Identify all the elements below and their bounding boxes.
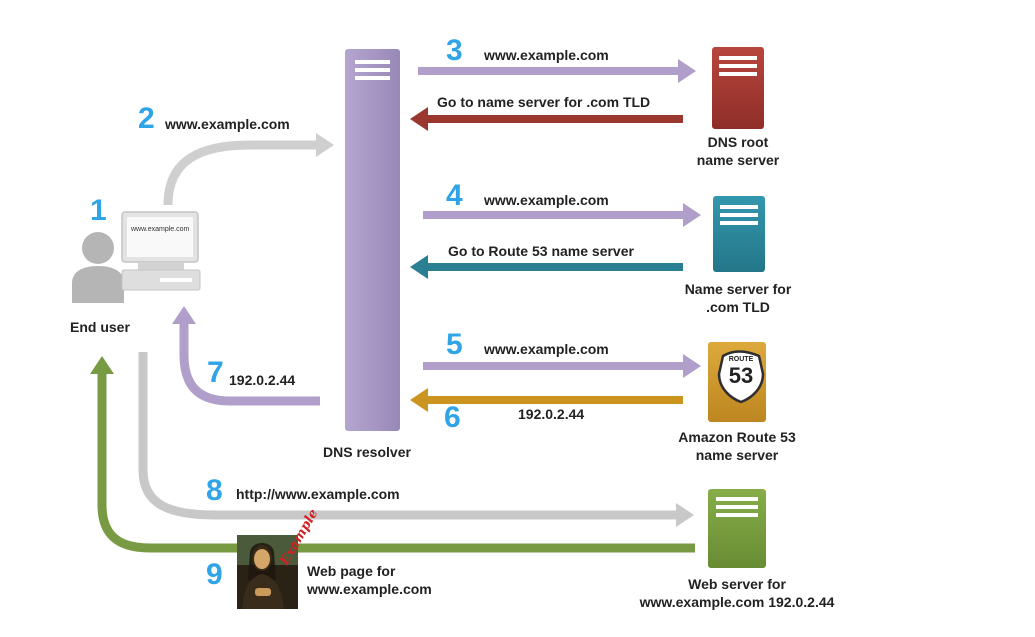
arrow-step-4 bbox=[423, 203, 701, 227]
step-number-4: 4 bbox=[446, 179, 463, 212]
route53-server-icon bbox=[708, 342, 766, 422]
label-step-7: 192.0.2.44 bbox=[229, 372, 296, 388]
dns-root-server-icon bbox=[712, 47, 764, 129]
route53-server-label-line1: Amazon Route 53 bbox=[678, 429, 796, 445]
tld-server-label-line2: .com TLD bbox=[706, 299, 770, 315]
label-step-6: 192.0.2.44 bbox=[518, 406, 585, 422]
arrow-step-9 bbox=[90, 356, 695, 553]
arrow-step-7 bbox=[172, 306, 320, 406]
label-step-3: www.example.com bbox=[484, 47, 609, 63]
arrow-step-8 bbox=[138, 352, 694, 527]
label-step-5: www.example.com bbox=[484, 341, 609, 357]
computer-icon bbox=[121, 211, 201, 291]
step-number-6: 6 bbox=[444, 401, 461, 434]
arrow-step-4-response bbox=[410, 255, 683, 279]
root-server-label-line2: name server bbox=[696, 152, 780, 168]
web-server-icon bbox=[708, 489, 766, 568]
label-step-3-response: Go to name server for .com TLD bbox=[437, 94, 651, 110]
label-step-4-response: Go to Route 53 name server bbox=[448, 243, 634, 259]
arrow-step-5 bbox=[423, 354, 701, 378]
web-server-label-line1: Web server for bbox=[688, 576, 786, 592]
arrow-step-3-response bbox=[410, 107, 683, 131]
step-number-3: 3 bbox=[446, 34, 463, 67]
arrow-step-2 bbox=[163, 133, 334, 206]
step-number-8: 8 bbox=[206, 474, 223, 507]
step-number-9: 9 bbox=[206, 558, 223, 591]
route53-shield-route-text: ROUTE bbox=[728, 356, 754, 363]
label-step-8: http://www.example.com bbox=[236, 486, 400, 502]
step-number-7: 7 bbox=[207, 356, 224, 389]
arrow-step-3 bbox=[418, 59, 696, 83]
end-user-label: End user bbox=[70, 319, 130, 335]
tld-server-icon bbox=[713, 196, 765, 272]
computer-screen-url: www.example.com bbox=[131, 226, 190, 233]
dns-resolver-label: DNS resolver bbox=[323, 444, 411, 460]
route53-shield-number: 53 bbox=[728, 363, 754, 388]
step-number-5: 5 bbox=[446, 328, 463, 361]
step-number-1: 1 bbox=[90, 194, 107, 227]
label-step-4: www.example.com bbox=[484, 192, 609, 208]
tld-server-label-line1: Name server for bbox=[684, 281, 792, 297]
root-server-label-line1: DNS root bbox=[707, 134, 769, 150]
label-step-9-line2: www.example.com bbox=[307, 581, 432, 597]
label-step-2: www.example.com bbox=[165, 116, 290, 132]
dns-resolver-tower bbox=[345, 49, 400, 431]
step-number-2: 2 bbox=[138, 102, 155, 135]
web-server-label-line2: www.example.com 192.0.2.44 bbox=[639, 594, 835, 610]
end-user-icon bbox=[72, 232, 124, 303]
arrow-step-6 bbox=[410, 388, 683, 412]
route53-server-label-line2: name server bbox=[695, 447, 779, 463]
label-step-9-line1: Web page for bbox=[307, 563, 396, 579]
